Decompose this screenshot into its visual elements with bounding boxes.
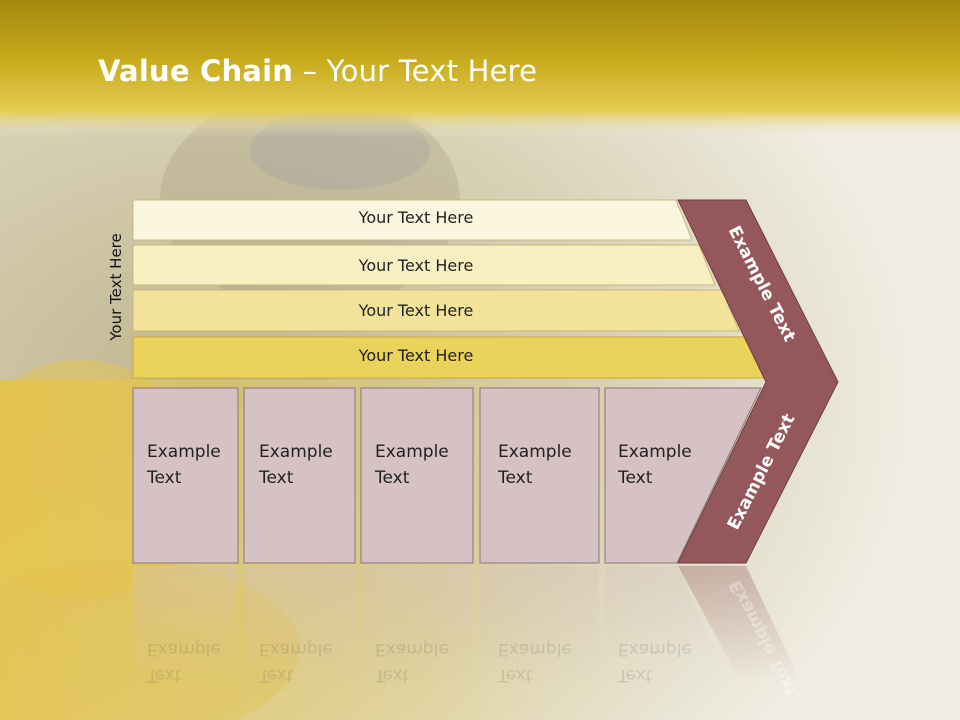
side-label: Your Text Here [107,233,125,341]
box-label-2: Example Text [259,439,333,491]
example-boxes [132,387,762,564]
box-2-line2: Text [259,468,294,488]
reflection-3-line1: Example [375,639,449,659]
header-bar [0,0,960,112]
band-label-4: Your Text Here [358,346,474,365]
title-bold: Value Chain [98,54,294,88]
band-label-3: Your Text Here [358,301,474,320]
reflection-label-3: Text Example [375,636,449,688]
slide-title: Value Chain – Your Text Here [98,54,537,88]
reflection-label-1: Text Example [147,636,221,688]
chevron-arrow [677,199,839,564]
box-3-line1: Example [375,442,449,462]
box-label-3: Example Text [375,439,449,491]
box-4-line1: Example [498,442,572,462]
band-2 [132,244,716,286]
box-1-line2: Text [147,468,182,488]
reflection-2-line1: Example [259,639,333,659]
box-2-line1: Example [259,442,333,462]
reflection-1-line2: Text [147,665,182,685]
box-4-line2: Text [498,468,533,488]
reflection-5-line1: Example [618,639,692,659]
reflection-3-line2: Text [375,665,410,685]
box-3 [360,387,474,564]
box-label-5: Example Text [618,439,692,491]
box-2 [243,387,356,564]
box-4 [479,387,600,564]
reflection-5-line2: Text [618,665,653,685]
box-1-line1: Example [147,442,221,462]
reflection-4-line1: Example [498,639,572,659]
box-5 [604,387,762,564]
reflection-4-line2: Text [498,665,533,685]
box-label-4: Example Text [498,439,572,491]
box-5-line1: Example [618,442,692,462]
band-label-1: Your Text Here [358,208,474,227]
reflection-label-4: Text Example [498,636,572,688]
reflection-label-2: Text Example [259,636,333,688]
box-1 [132,387,239,564]
title-rest: – Your Text Here [293,54,538,88]
band-1 [132,199,693,241]
reflection-1-line1: Example [147,639,221,659]
band-label-2: Your Text Here [358,256,474,275]
reflection-label-5: Text Example [618,636,692,688]
reflection [133,566,800,686]
box-5-line2: Text [618,468,653,488]
band-3 [132,289,740,332]
box-3-line2: Text [375,468,410,488]
reflection-2-line2: Text [259,665,294,685]
box-label-1: Example Text [147,439,221,491]
text-bands [132,199,765,379]
